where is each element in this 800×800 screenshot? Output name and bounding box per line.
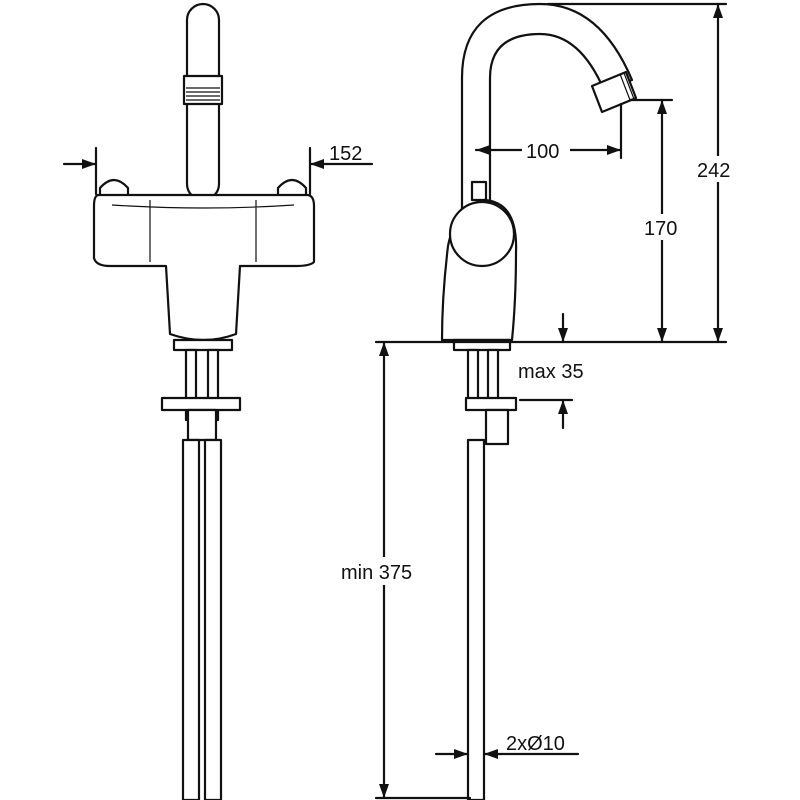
dim-diam-left-arrow [454, 749, 468, 759]
side-base-plate [452, 338, 512, 352]
side-aerator-ribs [619, 72, 635, 101]
front-nut [186, 408, 218, 442]
dim-reach-label: 100 [526, 141, 559, 163]
dim-total-label-bg [694, 156, 742, 182]
side-stud-left [466, 348, 480, 402]
dim-total-bottom-arrow [713, 328, 723, 342]
dimension-deck-thickness: max 35 [518, 312, 584, 430]
dimension-hose-diameter: 2xØ10 [434, 733, 580, 759]
side-nut [484, 408, 510, 446]
front-hose-left [181, 438, 201, 800]
side-stud-right [486, 348, 500, 402]
side-mounting-plate [464, 396, 518, 412]
dim-deck-label: max 35 [518, 361, 584, 383]
front-mixer-body [92, 193, 316, 342]
front-mounting-plate [160, 396, 242, 412]
dimension-spout-reach: 100 [474, 102, 623, 163]
dimension-outlet-height: 170 [628, 98, 690, 344]
dim-outlet-label-bg [642, 214, 690, 240]
dim-total-top-arrow [713, 4, 723, 18]
dim-deck-upper-arrow [558, 328, 568, 342]
side-lever-disc [448, 200, 516, 268]
dim-width-label: 152 [329, 143, 362, 165]
dim-hose-top-arrow [379, 342, 389, 356]
front-view [92, 2, 316, 800]
dim-outlet-bottom-arrow [657, 328, 667, 342]
dim-hose-label-bg [338, 557, 434, 585]
dim-hose-label: min 375 [341, 562, 412, 584]
dim-width-right-arrow [310, 159, 324, 169]
dim-hose-bottom-arrow [379, 784, 389, 798]
side-aerator [590, 70, 638, 114]
side-lever-tip [470, 180, 488, 202]
dim-outlet-top-arrow [657, 100, 667, 114]
dimension-hose-length: min 375 [338, 340, 472, 800]
front-hose-right [203, 438, 223, 800]
front-body-seams [111, 200, 295, 262]
side-hose [466, 438, 486, 800]
dim-total-label: 242 [697, 160, 730, 182]
dim-reach-right-arrow [607, 145, 621, 155]
dim-width-left-arrow [82, 159, 96, 169]
front-base-plate [172, 338, 234, 352]
dimension-total-height: 242 [546, 2, 742, 344]
dim-outlet-label: 170 [644, 218, 677, 240]
dim-diam-right-arrow [484, 749, 498, 759]
dim-reach-label-bg [522, 136, 570, 160]
dim-reach-left-arrow [476, 145, 490, 155]
side-view [440, 2, 638, 800]
front-aerator-band [182, 74, 224, 106]
dim-deck-lower-arrow [558, 400, 568, 414]
dimension-width: 152 [62, 143, 374, 196]
side-gooseneck-spout [460, 2, 634, 214]
front-aerator-ribs [186, 87, 220, 101]
dim-diam-label: 2xØ10 [506, 733, 565, 755]
